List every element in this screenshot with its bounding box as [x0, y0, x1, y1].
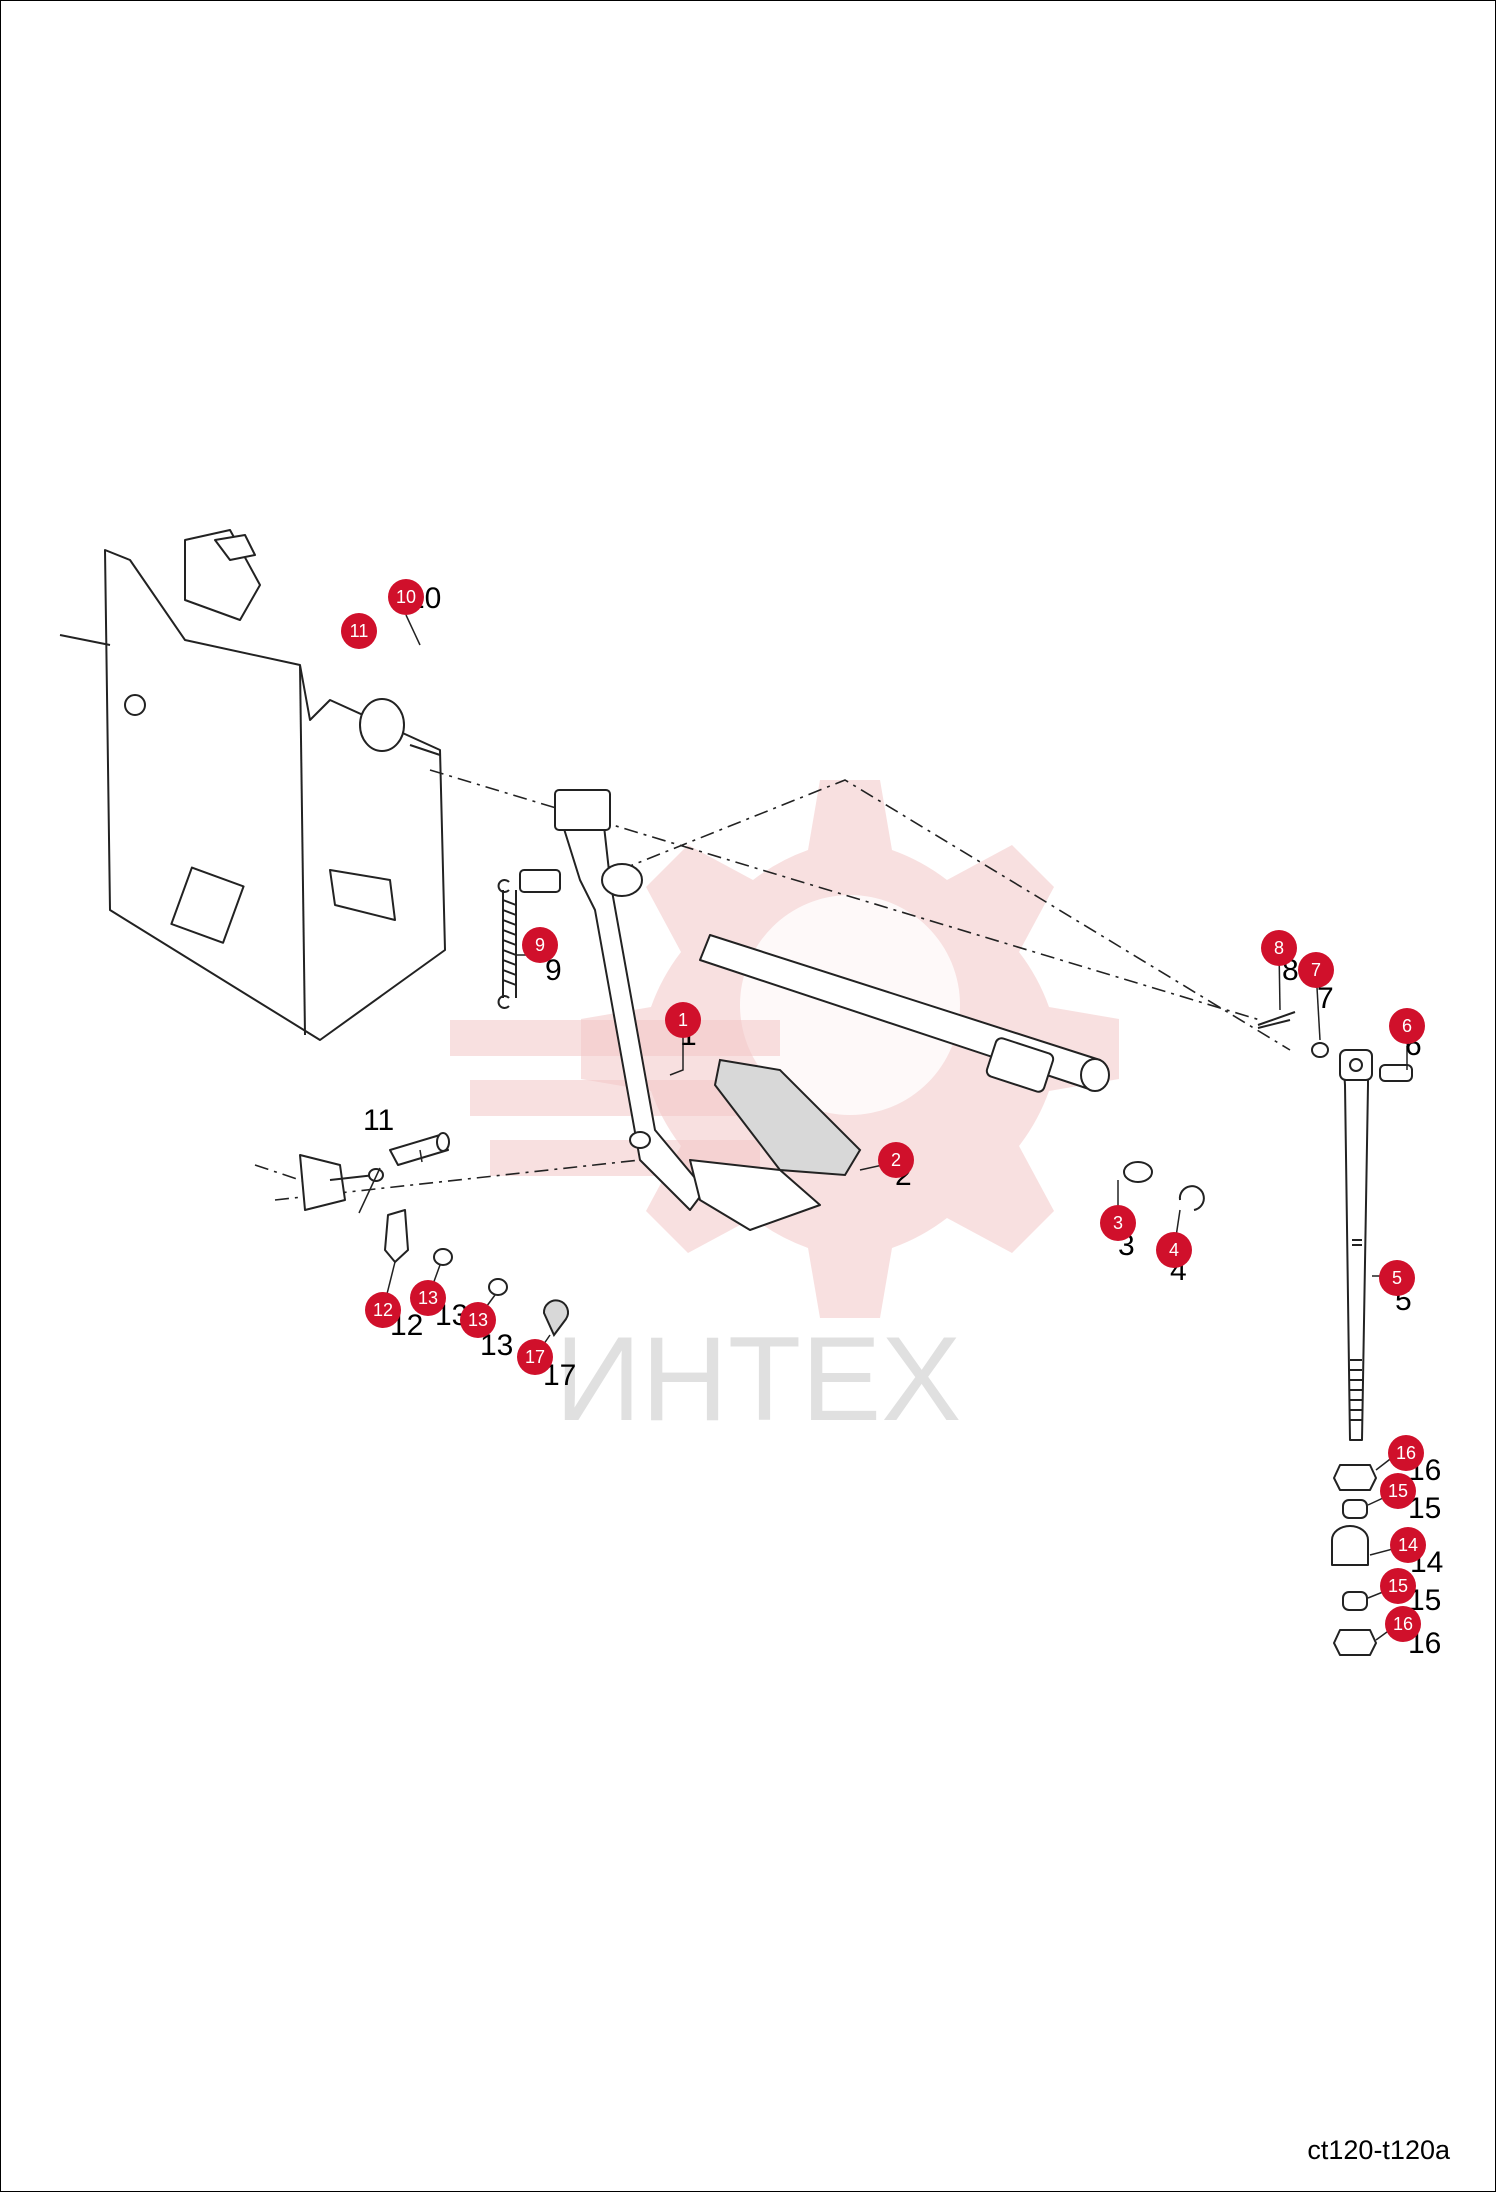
svg-text:14: 14: [1398, 1535, 1418, 1555]
svg-text:1: 1: [678, 1010, 688, 1030]
callout-13b[interactable]: 13: [460, 1302, 496, 1338]
pedal-pad: [689, 1058, 862, 1231]
callout-4[interactable]: 4: [1156, 1232, 1192, 1268]
rod-centerline: [619, 779, 1291, 1051]
svg-text:5: 5: [1392, 1268, 1402, 1288]
svg-text:6: 6: [1402, 1016, 1412, 1036]
snap-ring: [1178, 1185, 1205, 1211]
svg-text:2: 2: [891, 1150, 901, 1170]
plain-label-11: 11: [363, 1104, 394, 1137]
plain-label-9: 9: [545, 954, 562, 987]
callout-8[interactable]: 8: [1261, 930, 1297, 966]
svg-text:15: 15: [1388, 1481, 1408, 1501]
callout-markers: 1 2 3 4 5 6 7 8 9 10 11 12 13 13 14 15 1…: [341, 579, 1426, 1642]
plain-label-7: 7: [1317, 982, 1334, 1015]
svg-text:15: 15: [1388, 1576, 1408, 1596]
svg-text:7: 7: [1311, 960, 1321, 980]
svg-text:11: 11: [350, 621, 369, 641]
callout-17[interactable]: 17: [517, 1339, 553, 1375]
svg-text:4: 4: [1169, 1240, 1179, 1260]
callout-9[interactable]: 9: [522, 927, 558, 963]
svg-text:16: 16: [1396, 1443, 1416, 1463]
frame-bracket: [59, 529, 446, 1041]
callout-6[interactable]: 6: [1389, 1008, 1425, 1044]
callout-14[interactable]: 14: [1390, 1527, 1426, 1563]
callout-1[interactable]: 1: [665, 1002, 701, 1038]
svg-text:3: 3: [1113, 1213, 1123, 1233]
watermark-text: ИНТЕХ: [555, 1312, 961, 1446]
brake-pedal-arm: [519, 789, 706, 1211]
callout-10[interactable]: 10: [388, 579, 424, 615]
svg-text:17: 17: [525, 1347, 545, 1367]
callout-13a[interactable]: 13: [410, 1280, 446, 1316]
callout-15a[interactable]: 15: [1380, 1473, 1416, 1509]
callout-5[interactable]: 5: [1379, 1260, 1415, 1296]
callout-3[interactable]: 3: [1100, 1205, 1136, 1241]
callout-16b[interactable]: 16: [1385, 1606, 1421, 1642]
callout-16a[interactable]: 16: [1388, 1435, 1424, 1471]
callout-11[interactable]: 11: [341, 613, 377, 649]
callout-12[interactable]: 12: [365, 1292, 401, 1328]
washer: [1123, 1161, 1153, 1183]
brake-rod-linkage: [1257, 1011, 1413, 1656]
return-spring: [497, 879, 517, 1009]
svg-text:13: 13: [468, 1310, 488, 1330]
svg-text:9: 9: [535, 935, 545, 955]
svg-text:8: 8: [1274, 938, 1284, 958]
pivot-shaft: [699, 934, 1110, 1093]
callout-7[interactable]: 7: [1298, 952, 1334, 988]
callout-2[interactable]: 2: [878, 1142, 914, 1178]
svg-text:16: 16: [1393, 1614, 1413, 1634]
callout-15b[interactable]: 15: [1380, 1568, 1416, 1604]
svg-text:10: 10: [396, 587, 416, 607]
stop-bolt-assembly: [299, 1132, 569, 1337]
svg-text:12: 12: [373, 1300, 393, 1320]
svg-text:13: 13: [418, 1288, 438, 1308]
drawing-code: ct120-t120a: [1307, 2135, 1450, 2165]
